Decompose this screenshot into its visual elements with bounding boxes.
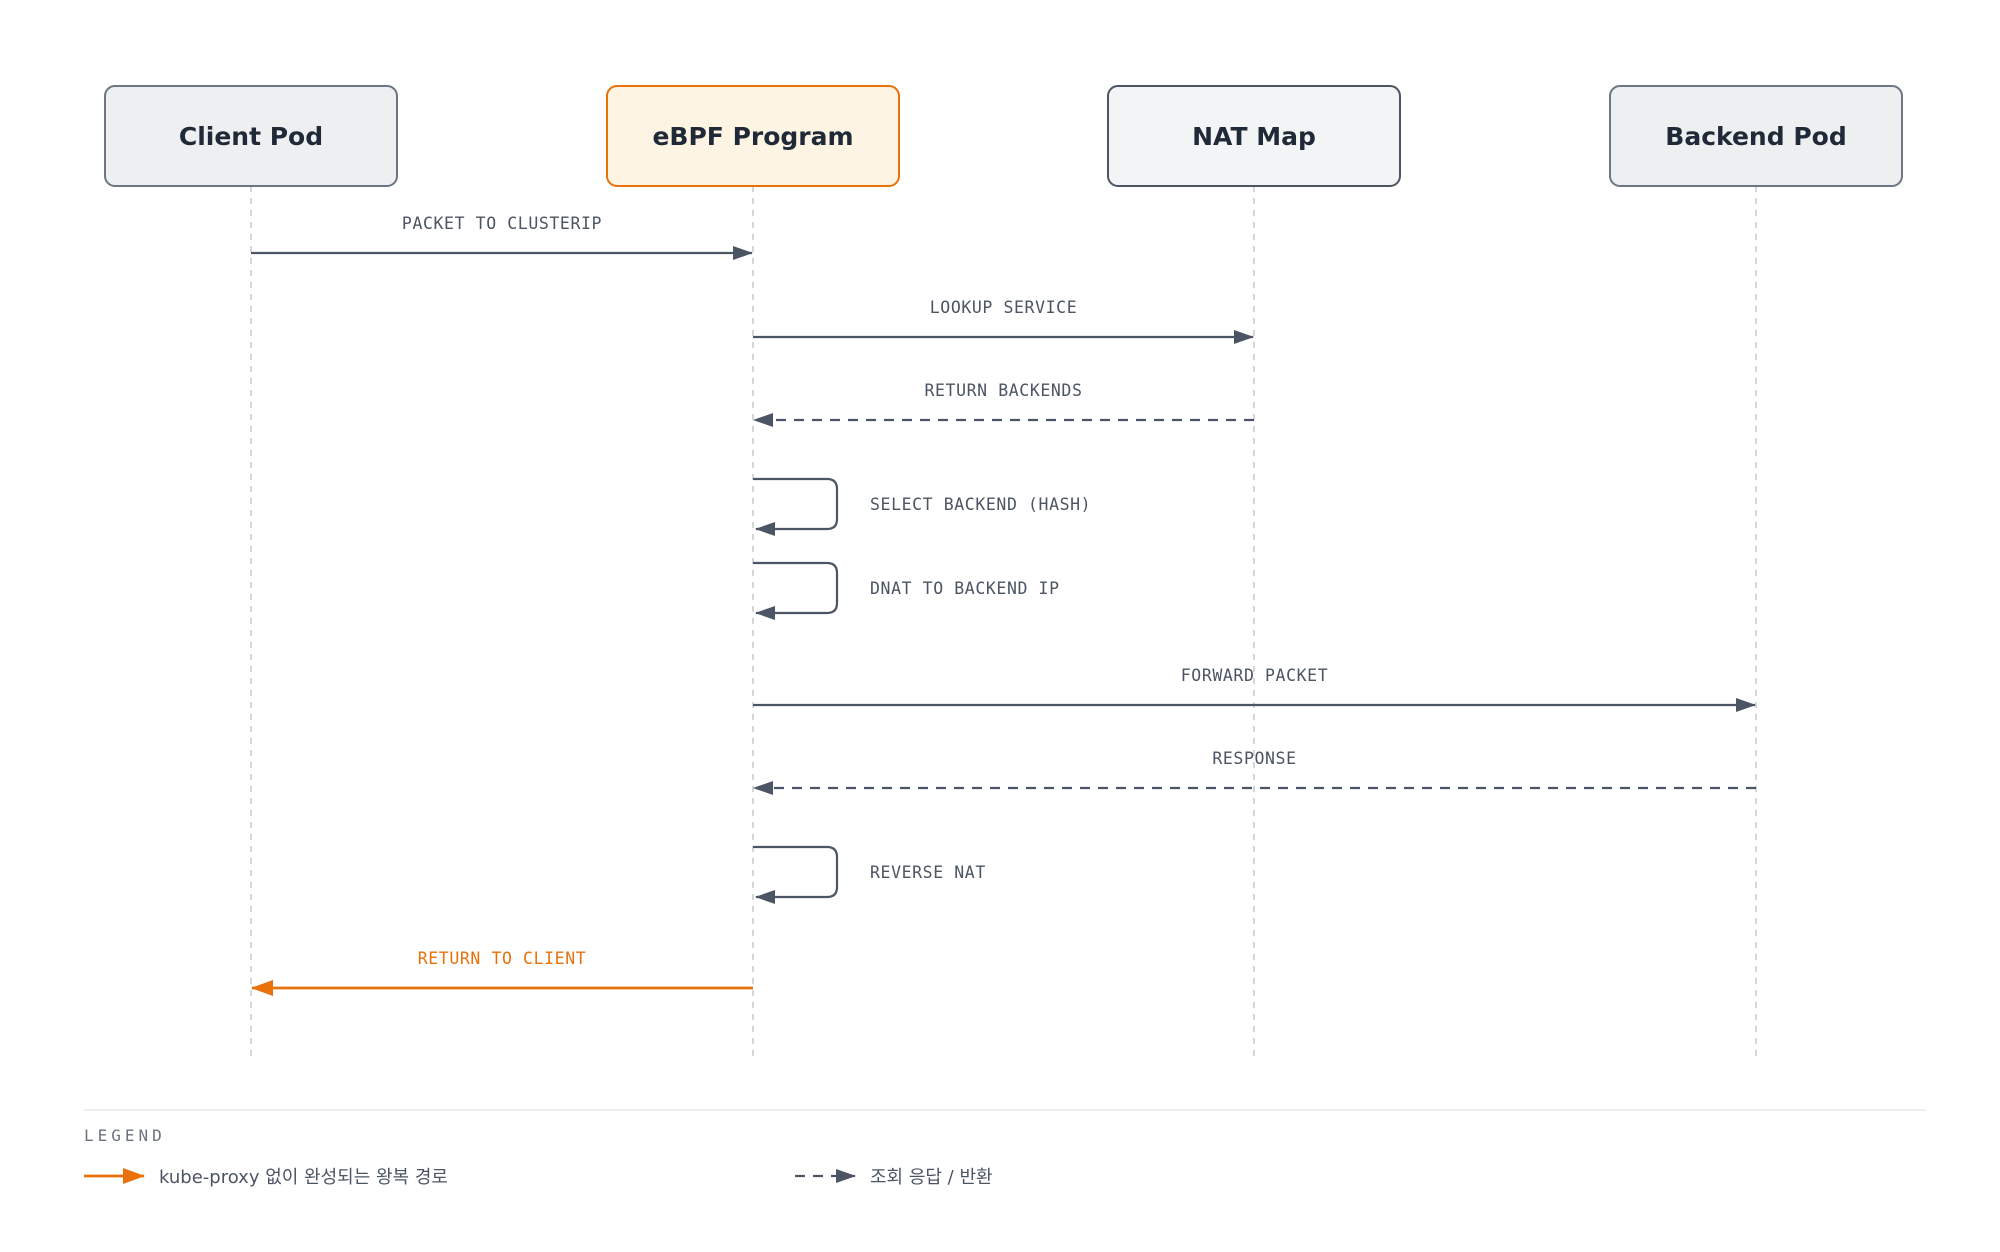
message-9: RETURN TO CLIENT [251, 949, 753, 996]
message-label: REVERSE NAT [870, 863, 986, 882]
participant-ebpf: eBPF Program [606, 85, 900, 187]
self-message-loop [753, 845, 839, 904]
legend-items: kube-proxy 없이 완성되는 왕복 경로 조회 응답 / 반환 [84, 1167, 993, 1188]
message-label: PACKET TO CLUSTERIP [402, 214, 602, 233]
participant-label: eBPF Program [652, 122, 853, 151]
participant-backend: Backend Pod [1609, 85, 1903, 187]
legend-item-2: 조회 응답 / 반환 [795, 1167, 993, 1188]
participant-client: Client Pod [104, 85, 398, 187]
participants: Client Pod eBPF Program NAT Map Backend Pod [104, 85, 1903, 187]
participant-box [104, 85, 398, 187]
participant-box [606, 85, 900, 187]
message-6: FORWARD PACKET [753, 666, 1756, 712]
participant-box [1107, 85, 1401, 187]
message-8: REVERSE NAT [753, 845, 986, 904]
message-5: DNAT TO BACKEND IP [753, 561, 1060, 620]
participant-box [1609, 85, 1903, 187]
message-2: LOOKUP SERVICE [753, 298, 1254, 344]
legend-item-1: kube-proxy 없이 완성되는 왕복 경로 [84, 1167, 448, 1188]
message-7: RESPONSE [753, 749, 1756, 795]
message-label: FORWARD PACKET [1181, 666, 1328, 685]
participant-label: Backend Pod [1665, 122, 1846, 151]
messages: PACKET TO CLUSTERIP LOOKUP SERVICE RETURN … [251, 214, 1756, 996]
message-4: SELECT BACKEND (HASH) [753, 477, 1091, 536]
participant-label: NAT Map [1192, 122, 1316, 151]
self-message-loop [753, 561, 839, 620]
legend-title: LEGEND [84, 1126, 166, 1145]
message-label: LOOKUP SERVICE [930, 298, 1077, 317]
message-label: RESPONSE [1212, 749, 1296, 768]
participant-nat: NAT Map [1107, 85, 1401, 187]
message-3: RETURN BACKENDS [753, 381, 1254, 427]
message-label: SELECT BACKEND (HASH) [870, 495, 1091, 514]
legend-label: kube-proxy 없이 완성되는 왕복 경로 [159, 1167, 448, 1188]
participant-label: Client Pod [179, 122, 323, 151]
legend-label: 조회 응답 / 반환 [870, 1167, 993, 1188]
self-message-loop [753, 477, 839, 536]
message-1: PACKET TO CLUSTERIP [251, 214, 753, 260]
lifelines [250, 186, 1757, 1058]
message-label: RETURN BACKENDS [924, 381, 1082, 400]
message-label: RETURN TO CLIENT [418, 949, 587, 968]
message-label: DNAT TO BACKEND IP [870, 579, 1060, 598]
